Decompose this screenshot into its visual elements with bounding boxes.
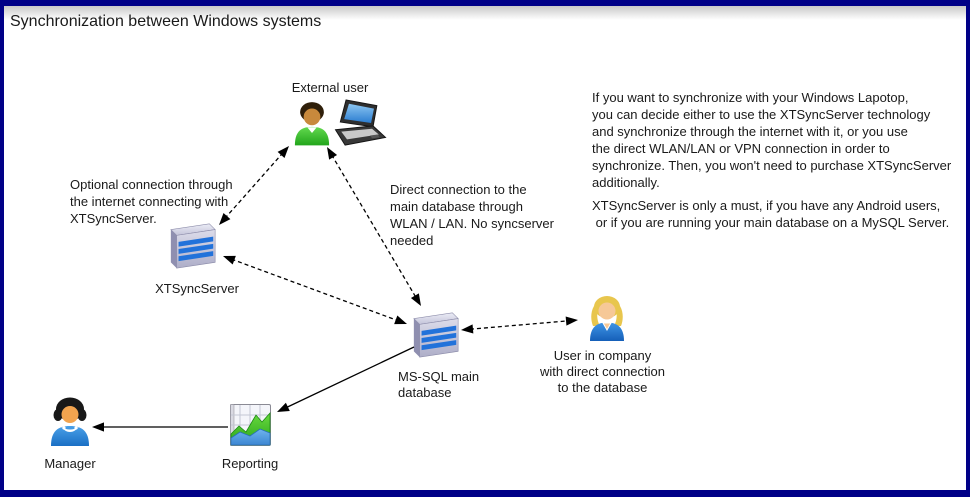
note-paragraph-1: If you want to synchronize with your Win… bbox=[592, 90, 952, 190]
arrowhead-external-user--database bbox=[327, 147, 338, 160]
edge-xtsyncserver--database bbox=[231, 258, 399, 322]
external-user-person-icon bbox=[293, 99, 331, 148]
arrowhead-xtsyncserver--database bbox=[394, 315, 407, 325]
company-user-label: User in company with direct connection t… bbox=[539, 348, 665, 395]
note-optional-connection: Optional connection through the internet… bbox=[70, 177, 233, 226]
laptop-icon bbox=[333, 98, 388, 148]
manager-person-icon bbox=[48, 396, 92, 448]
note-paragraph-2: XTSyncServer is only a must, if you have… bbox=[592, 198, 950, 230]
xtsyncserver-label: XTSyncServer bbox=[155, 281, 239, 296]
xtsyncserver-server-icon bbox=[168, 219, 218, 271]
reporting-chart-icon bbox=[227, 401, 274, 449]
arrowhead-xtsyncserver--database bbox=[223, 255, 236, 265]
reporting-label: Reporting bbox=[221, 456, 279, 471]
company-user-person-icon bbox=[586, 293, 628, 343]
edge-external-user--xtsyncserver bbox=[224, 152, 284, 219]
external-user-label: External user bbox=[291, 80, 369, 95]
arrowhead-database--reporting bbox=[277, 402, 290, 412]
manager-label: Manager bbox=[44, 456, 96, 471]
arrowhead-reporting--manager bbox=[92, 422, 104, 432]
database-label: MS-SQL main database bbox=[398, 369, 480, 400]
edge-database--reporting bbox=[284, 346, 415, 409]
arrowhead-database--company-user bbox=[461, 324, 474, 334]
arrowhead-external-user--database bbox=[410, 293, 421, 306]
top-shadow-gradient bbox=[4, 6, 966, 20]
database-server-icon bbox=[411, 308, 461, 360]
arrowhead-database--company-user bbox=[565, 316, 578, 326]
edge-database--company-user bbox=[469, 320, 570, 330]
arrowhead-external-user--xtsyncserver bbox=[277, 146, 289, 159]
note-direct-connection: Direct connection to the main database t… bbox=[390, 182, 554, 248]
diagram-title: Synchronization between Windows systems bbox=[10, 13, 322, 30]
